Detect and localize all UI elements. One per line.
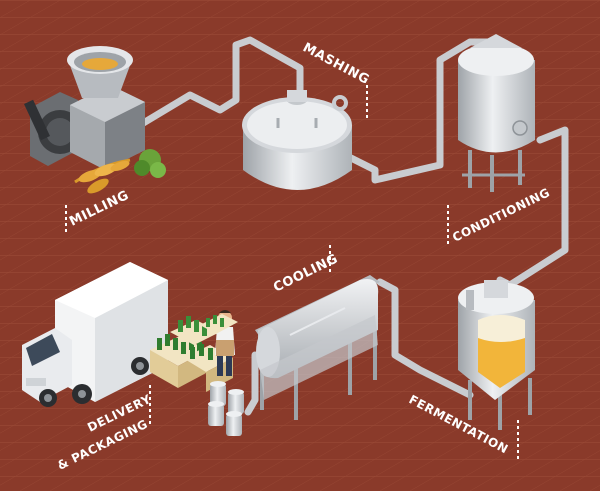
grain-and-hops-icon: [74, 149, 166, 194]
pipe-cooling-to-kegs: [244, 351, 259, 416]
cooling-tank-icon: [255, 275, 380, 420]
keg-icon: [208, 381, 244, 436]
grain-mill-icon: [24, 46, 145, 170]
fermentation-tank-icon: [458, 280, 535, 430]
delivery-truck-icon: [22, 262, 168, 407]
conditioning-tank-icon: [458, 34, 535, 192]
worker-icon: [200, 310, 238, 376]
pipe-fermentation-to-cooling: [376, 278, 474, 399]
pipe-mill-to-mash: [136, 36, 304, 129]
label-leader-lines: [65, 85, 519, 462]
mash-tun-icon: [242, 90, 352, 190]
